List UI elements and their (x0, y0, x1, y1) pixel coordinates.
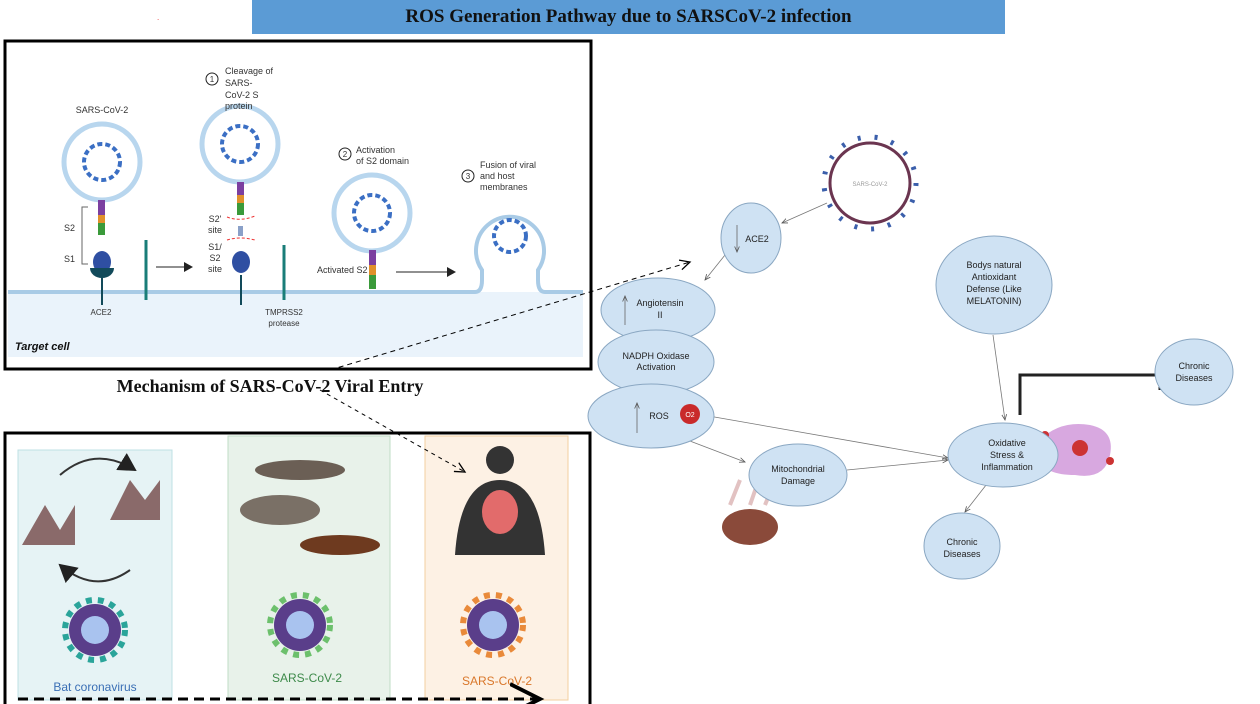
virus-particle-2 (199, 103, 281, 185)
bat-coronavirus-icon (62, 597, 128, 663)
svg-text:membranes: membranes (480, 182, 528, 192)
svg-text:site: site (208, 264, 222, 274)
s2-site-label: S2'site (208, 214, 222, 235)
node-chronic-diseases-bottom (923, 512, 1001, 580)
svg-text:Cleavage of: Cleavage of (225, 66, 274, 76)
cell-membrane (8, 214, 583, 294)
svg-text:Mitochondrial: Mitochondrial (771, 464, 825, 474)
svg-text:S2: S2 (209, 253, 220, 263)
intermediate-virus-label: SARS-CoV-2 (272, 671, 342, 685)
activated-s2-label: Activated S2 (317, 265, 368, 275)
svg-text:Activation: Activation (636, 362, 675, 372)
svg-text:protease: protease (268, 319, 300, 328)
node-ace2 (720, 202, 782, 274)
svg-text:Fusion of viral: Fusion of viral (480, 160, 536, 170)
node-mitochondrial-damage (748, 443, 848, 507)
caption-to-human-connector (319, 389, 465, 472)
svg-text:TMPRSS2: TMPRSS2 (265, 308, 303, 317)
svg-text:3: 3 (466, 172, 471, 181)
svg-text:.: . (157, 13, 159, 22)
ace2-text: ACE2 (745, 234, 769, 244)
svg-text:S2': S2' (209, 214, 222, 224)
node-antioxidant-defense (935, 235, 1053, 335)
svg-text:Defense (Like: Defense (Like (966, 284, 1022, 294)
virus-label: SARS-CoV-2 (76, 105, 129, 115)
step3-badge (461, 169, 475, 183)
target-cell-region (8, 292, 583, 357)
svg-text:Activation: Activation (356, 145, 395, 155)
spike-protein-2 (232, 182, 250, 305)
superoxide-icon (680, 404, 700, 424)
spike-protein-1 (90, 200, 114, 305)
spike-protein-3 (369, 250, 376, 289)
human-virus-icon (460, 592, 526, 658)
svg-text:Bodys natural: Bodys natural (966, 260, 1021, 270)
svg-text:Angiotensin: Angiotensin (636, 298, 683, 308)
virus-origin-panel: Bat coronavirus SARS-CoV-2 SARS-CoV-2 (3, 431, 592, 704)
svg-text:Stress &: Stress & (990, 450, 1024, 460)
fusing-virus-genome (492, 218, 528, 254)
svg-text:CoV-2 S: CoV-2 S (225, 90, 259, 100)
node-ros (587, 383, 715, 449)
human-panel (424, 435, 569, 701)
svg-text:Chronic: Chronic (946, 537, 978, 547)
svg-text:MELATONIN): MELATONIN) (967, 296, 1022, 306)
node-oxidative-stress (947, 422, 1059, 488)
figure-title: ROS Generation Pathway due to SARSCoV-2 … (252, 0, 1005, 34)
step1-badge (205, 72, 219, 86)
svg-text:of S2 domain: of S2 domain (356, 156, 409, 166)
human-icon (455, 446, 545, 555)
cycle-arrow-bottom (58, 563, 131, 584)
bat-icon-2 (110, 480, 160, 520)
raccoon-dog-icon (240, 495, 320, 525)
bat-coronavirus-label: Bat coronavirus (53, 680, 136, 694)
bat-panel (17, 449, 173, 701)
svg-text:NADPH Oxidase: NADPH Oxidase (622, 351, 689, 361)
virus-particle-1 (61, 121, 143, 203)
node-chronic-diseases-right (1154, 338, 1234, 406)
svg-text:Oxidative: Oxidative (988, 438, 1026, 448)
ros-pathway: SARS-CoV-2 (587, 134, 1234, 580)
pathway-virus-icon (821, 134, 919, 232)
svg-text:ROS: ROS (649, 411, 669, 421)
svg-text:and host: and host (480, 171, 515, 181)
svg-text:Inflammation: Inflammation (981, 462, 1033, 472)
svg-text:Chronic: Chronic (1178, 361, 1210, 371)
virus-particle-3 (331, 172, 413, 254)
svg-text:Antioxidant: Antioxidant (972, 272, 1017, 282)
s2-label: S2 (64, 223, 75, 233)
svg-text:SARS-: SARS- (225, 78, 253, 88)
svg-text:2: 2 (343, 150, 348, 159)
s1-label: S1 (64, 254, 75, 264)
svg-text:site: site (208, 225, 222, 235)
svg-text:II: II (657, 310, 662, 320)
svg-text:Damage: Damage (781, 476, 815, 486)
svg-text:Diseases: Diseases (1175, 373, 1213, 383)
cycle-arrow-top (59, 453, 137, 476)
svg-text:O2: O2 (685, 412, 694, 419)
intermediate-virus-icon (267, 592, 333, 658)
svg-text:1: 1 (210, 75, 215, 84)
ferret-badger-icon (300, 535, 380, 555)
civet-icon (255, 460, 345, 480)
bat-icon-1 (22, 505, 75, 545)
svg-text:protein: protein (225, 101, 253, 111)
human-virus-label: SARS-CoV-2 (462, 674, 532, 688)
tmprss2-label: TMPRSS2 protease (265, 308, 303, 328)
svg-text:S1/: S1/ (208, 242, 222, 252)
pathway-virus-label: SARS-CoV-2 (852, 182, 888, 188)
entry-caption: Mechanism of SARS-CoV-2 Viral Entry (116, 376, 424, 396)
inhibition-bar (1018, 360, 1162, 415)
svg-text:Diseases: Diseases (943, 549, 981, 559)
ace2-label: ACE2 (91, 308, 112, 317)
step2-badge (338, 147, 352, 161)
target-cell-label: Target cell (15, 341, 71, 353)
